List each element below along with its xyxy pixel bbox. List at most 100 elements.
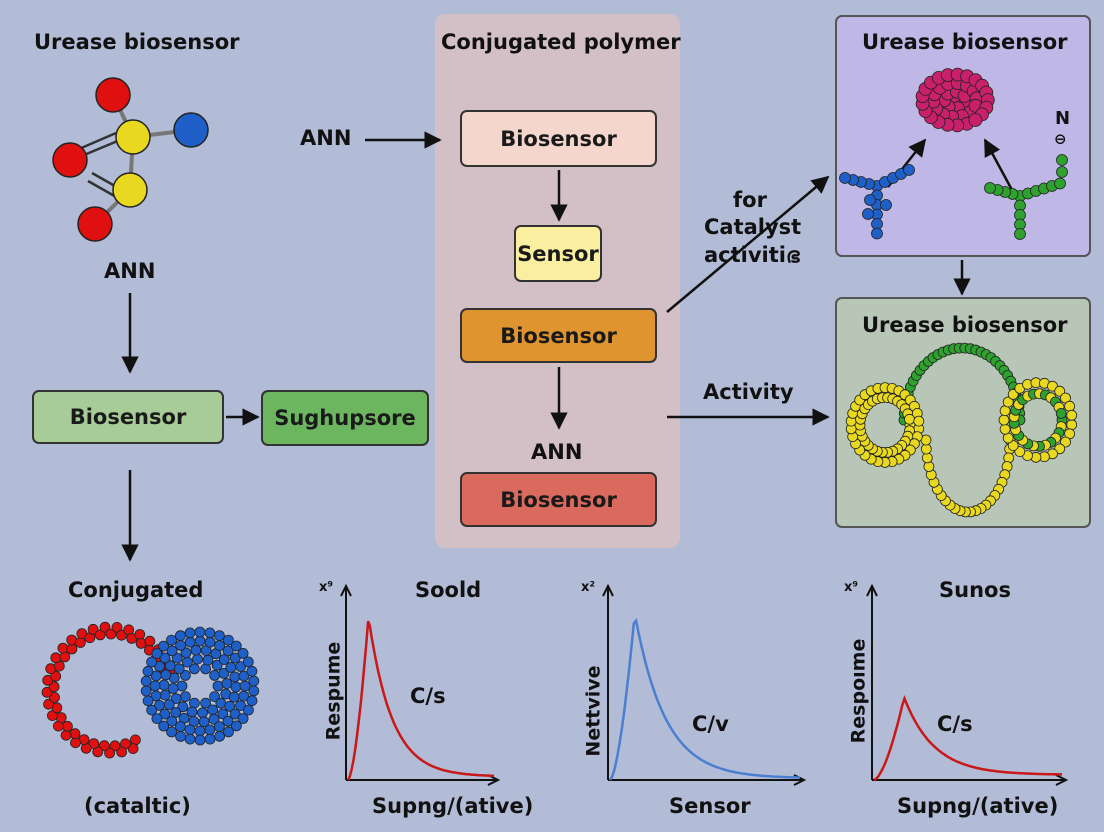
center-ann-label: ANN xyxy=(531,440,583,464)
blue-node xyxy=(180,647,192,659)
chart-1-ylabel: Respume xyxy=(322,641,345,741)
urease-molecule xyxy=(52,77,209,242)
yellow-node xyxy=(1007,440,1019,452)
red-node xyxy=(99,621,111,633)
blue-node xyxy=(158,640,170,652)
red-atom xyxy=(52,142,88,178)
flow-arrows xyxy=(121,131,1014,562)
blue-node xyxy=(184,636,196,648)
blue-node xyxy=(179,691,191,702)
chart-1-annotation: C/s xyxy=(410,684,446,708)
chart-3-y-marker: x⁹ xyxy=(844,580,859,595)
chart-2-ylabel: Nettvive xyxy=(582,665,605,757)
blue-node xyxy=(223,726,234,738)
yellow-atom xyxy=(115,119,151,155)
blue-node xyxy=(166,645,178,657)
blue-node xyxy=(175,640,187,651)
red-atom xyxy=(77,206,113,242)
blue-node xyxy=(204,724,216,736)
blue-node xyxy=(238,690,250,702)
series-line xyxy=(346,620,494,781)
blue-node xyxy=(197,707,208,719)
chart-3 xyxy=(866,583,1069,786)
yellow-node xyxy=(998,414,1010,426)
blue-y-molecule xyxy=(839,164,915,240)
green-node xyxy=(984,182,996,194)
blue-node xyxy=(194,635,206,647)
x-axis-arrowhead xyxy=(1055,774,1069,786)
red-node xyxy=(104,747,115,759)
blue-node xyxy=(839,172,851,184)
blue-node xyxy=(140,685,152,697)
blue-node xyxy=(229,652,241,664)
blue-node xyxy=(228,691,240,703)
blue-node xyxy=(140,675,152,687)
blue-node xyxy=(166,634,177,646)
yellow-node xyxy=(904,413,915,425)
blue-node xyxy=(174,630,186,642)
red-node xyxy=(144,635,156,647)
blue-node xyxy=(151,648,163,659)
blue-node xyxy=(146,704,158,716)
conjugated-polymer-rings xyxy=(41,621,260,759)
catalyst-label-activity: activitiഭ xyxy=(704,243,800,267)
left-bottom-caption: (cataltic) xyxy=(84,794,191,818)
yellow-node xyxy=(920,443,932,455)
blue-node xyxy=(222,634,234,646)
red-node xyxy=(105,628,117,640)
blue-node xyxy=(239,680,251,692)
green-node xyxy=(1056,166,1068,178)
red-node xyxy=(70,737,81,749)
blue-node xyxy=(166,726,178,738)
blue-node xyxy=(222,645,234,657)
blue-node xyxy=(246,695,258,707)
yellow-node xyxy=(913,415,925,427)
left-bottom-title: Conjugated xyxy=(68,578,204,602)
y-axis-arrowhead xyxy=(340,583,352,597)
blue-node xyxy=(194,725,206,737)
blue-node xyxy=(194,734,206,746)
blue-node xyxy=(158,679,170,691)
y-axis-arrowhead xyxy=(866,583,878,597)
red-node xyxy=(116,629,127,641)
center-biosensor-box-2: Biosensor xyxy=(460,308,657,363)
yellow-node xyxy=(1064,400,1075,412)
cluster-node xyxy=(968,113,983,127)
blue-node xyxy=(212,680,224,692)
red-node xyxy=(127,743,139,754)
blue-node xyxy=(192,653,203,665)
chart-2-y-marker: x² xyxy=(581,580,596,595)
center-biosensor-box-1: Biosensor xyxy=(460,110,657,167)
left-biosensor-box: Biosensor xyxy=(32,390,224,444)
blue-node xyxy=(248,685,260,697)
blue-node xyxy=(159,708,171,720)
blue-node xyxy=(242,656,254,668)
blue-node xyxy=(862,208,874,220)
series-line xyxy=(608,617,801,781)
red-node xyxy=(48,681,60,693)
yellow-node xyxy=(1060,436,1071,448)
yellow-node xyxy=(1055,407,1067,419)
blue-node xyxy=(230,640,242,652)
chart-1-y-marker: x⁹ xyxy=(319,580,334,595)
blue-node xyxy=(170,693,182,704)
left-ann-label: ANN xyxy=(104,259,156,283)
blue-node xyxy=(246,665,258,677)
blue-node xyxy=(222,715,234,727)
left-title: Urease biosensor xyxy=(34,30,240,54)
red-node xyxy=(87,623,99,635)
red-node xyxy=(50,670,62,682)
blue-node xyxy=(903,164,915,176)
blue-node xyxy=(171,652,183,664)
blue-node xyxy=(150,670,162,682)
blue-node xyxy=(177,701,189,713)
blue-node xyxy=(229,671,241,683)
blue-node xyxy=(214,730,226,742)
blue-node xyxy=(880,199,892,211)
blue-node xyxy=(215,697,227,709)
blue-node xyxy=(151,713,163,724)
blue-node xyxy=(213,630,225,641)
blue-node xyxy=(175,731,187,742)
blue-node xyxy=(204,733,216,745)
blue-node xyxy=(166,715,178,727)
